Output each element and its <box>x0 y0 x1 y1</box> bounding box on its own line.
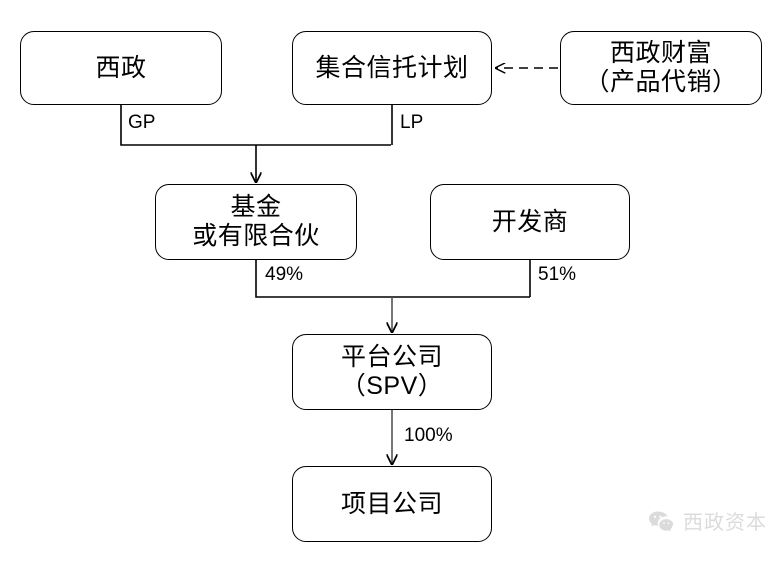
edge-fund-49 <box>255 260 530 298</box>
watermark-text: 西政资本 <box>683 512 767 534</box>
node-fund-lp[interactable]: 基金 或有限合伙 <box>155 184 357 260</box>
edge-xizheng-gp <box>120 105 391 146</box>
node-fund-lp-label: 基金 <box>230 193 282 221</box>
node-trust-plan[interactable]: 集合信托计划 <box>292 31 492 105</box>
edge-label-49-percent: 49% <box>265 264 304 285</box>
edge-label-lp: LP <box>400 112 424 133</box>
node-xizheng-wealth-sublabel: （产品代销） <box>584 68 738 96</box>
node-developer-label: 开发商 <box>491 207 569 236</box>
node-xizheng-wealth[interactable]: 西政财富 （产品代销） <box>560 31 762 105</box>
node-xizheng-label: 西政 <box>95 53 147 82</box>
edge-label-gp: GP <box>128 112 156 133</box>
node-xizheng[interactable]: 西政 <box>20 31 222 105</box>
node-platform-spv-label: 平台公司 <box>340 343 443 371</box>
node-project-company-label: 项目公司 <box>340 489 443 518</box>
watermark: 西政资本 <box>648 506 767 535</box>
node-developer[interactable]: 开发商 <box>430 184 630 260</box>
node-platform-spv[interactable]: 平台公司 （SPV） <box>292 334 492 410</box>
node-fund-lp-sublabel: 或有限合伙 <box>192 222 320 250</box>
node-platform-spv-sublabel: （SPV） <box>340 372 444 400</box>
node-project-company[interactable]: 项目公司 <box>292 466 492 542</box>
node-xizheng-wealth-label: 西政财富 <box>609 39 712 67</box>
edge-label-100-percent: 100% <box>404 425 453 446</box>
node-trust-plan-label: 集合信托计划 <box>315 53 469 82</box>
edge-label-51-percent: 51% <box>538 264 577 285</box>
wechat-icon <box>649 511 674 531</box>
